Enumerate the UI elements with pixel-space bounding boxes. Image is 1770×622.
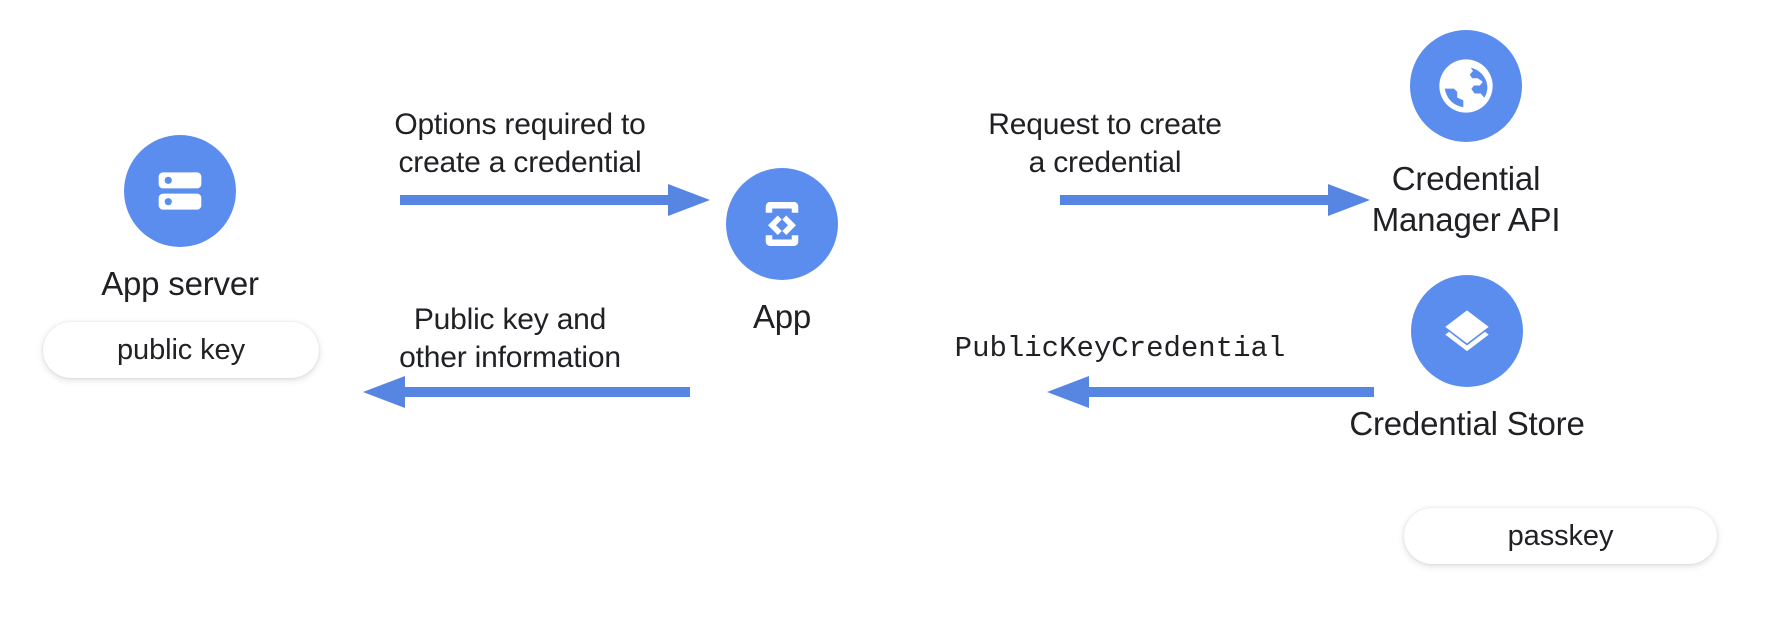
pill-public-key: public key <box>43 322 319 378</box>
node-credential-manager-api: Credential Manager API <box>1316 30 1616 240</box>
arrow-request-to-create <box>1060 183 1370 217</box>
arrow-label-publickeycredential: PublicKeyCredential <box>954 332 1286 365</box>
pill-passkey: passkey <box>1404 508 1717 564</box>
globe-icon <box>1410 30 1522 142</box>
arrow-publickeycredential <box>1047 375 1374 409</box>
node-label-credential-store: Credential Store <box>1349 405 1585 442</box>
node-label-credential-manager-api: Credential Manager API <box>1371 160 1561 238</box>
arrow-options-required <box>400 183 710 217</box>
node-app: App <box>726 168 838 337</box>
pill-public-key-label: public key <box>117 333 245 366</box>
app-code-device-icon <box>726 168 838 280</box>
node-label-app-server: App server <box>101 265 259 302</box>
pill-passkey-label: passkey <box>1507 519 1614 552</box>
arrow-label-request-to-create: Request to create a credential <box>988 108 1222 179</box>
server-icon <box>124 135 236 247</box>
arrow-label-options-required: Options required to create a credential <box>394 108 646 179</box>
arrow-public-key-and-other-information <box>363 375 690 409</box>
node-app-server: App server <box>100 135 260 304</box>
node-label-app: App <box>752 298 812 335</box>
node-credential-store: Credential Store <box>1322 275 1612 444</box>
layers-icon <box>1411 275 1523 387</box>
arrow-label-public-key-and-other-information: Public key and other information <box>399 303 621 374</box>
